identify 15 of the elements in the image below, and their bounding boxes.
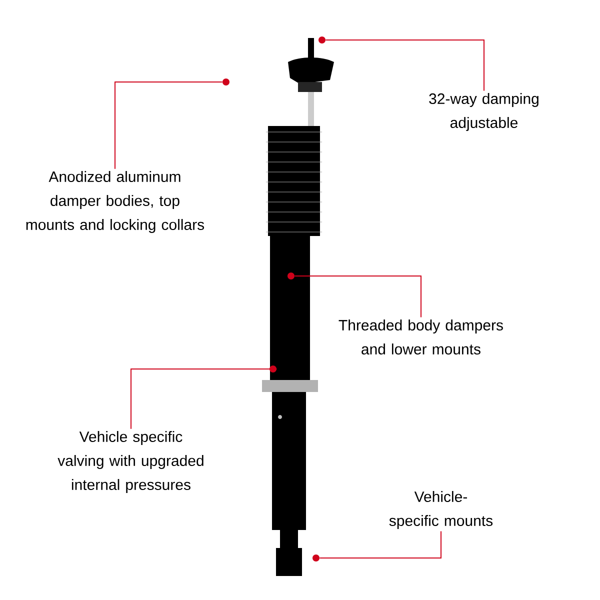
leader-line xyxy=(294,276,422,318)
callout-text: 32-way damping adjustable xyxy=(429,93,538,131)
callout-dot xyxy=(270,366,276,372)
callout-dot xyxy=(222,78,230,86)
callout-dot xyxy=(288,272,294,280)
leader-line xyxy=(114,82,223,170)
leader-line xyxy=(319,530,442,558)
leader-line xyxy=(130,368,278,430)
callout-text: Vehicle specific valving with upgraded internal pressures xyxy=(58,431,204,493)
callout-text: Threaded body dampers and lower mounts xyxy=(338,320,503,354)
callout-text: Vehicle-specific mounts xyxy=(389,491,493,529)
callout-dot xyxy=(312,554,320,562)
callout-dot xyxy=(318,36,326,44)
callout-text: Anodized aluminum damper bodies, top mounts and locking collars xyxy=(26,171,204,233)
leader-line xyxy=(325,40,484,92)
